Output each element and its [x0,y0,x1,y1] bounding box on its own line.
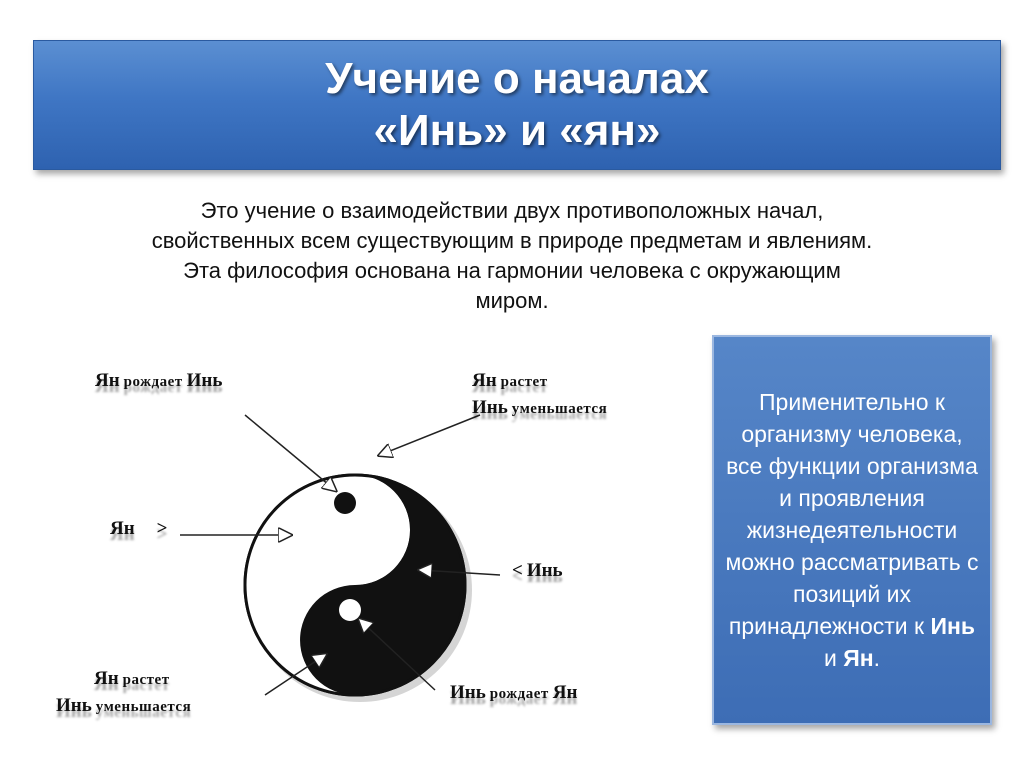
label-yang-grows-bottom: Ян растет Инь уменьшается [56,668,192,716]
yin-yang-svg [180,414,501,702]
intro-line-3: Эта философия основана на гармонии челов… [183,258,841,283]
label-yang-left: Ян > [110,518,168,539]
diagram-arrows [180,414,501,696]
label-yin-gives-birth-yang: Инь рождает Ян [450,682,578,703]
organism-note-box: Применительно к организму человека, все … [712,335,992,725]
title-line-1: Учение о началах [325,54,709,103]
yin-word: Инь [930,613,976,639]
yin-yang-symbol [243,473,472,702]
label-yin-right: < Инь [512,560,563,581]
organism-note-text: Применительно к организму человека, все … [725,389,979,671]
label-yang-grows-top: Ян растет Инь уменьшается [472,370,608,418]
intro-line-4: миром. [475,288,549,313]
yang-word: Ян [843,645,874,671]
title-line-2: «Инь» и «ян» [373,106,661,155]
yin-yang-diagram: Ян рождает Инь Ян растет Инь уменьшается… [40,340,700,760]
label-yang-gives-birth-yin: Ян рождает Инь [95,370,223,391]
intro-line-2: свойственных всем существующим в природе… [151,228,873,253]
intro-line-1: Это учение о взаимодействии двух противо… [200,198,824,223]
title-banner: Учение о началах «Инь» и «ян» [33,40,1001,170]
intro-paragraph: Это учение о взаимодействии двух противо… [40,196,984,316]
